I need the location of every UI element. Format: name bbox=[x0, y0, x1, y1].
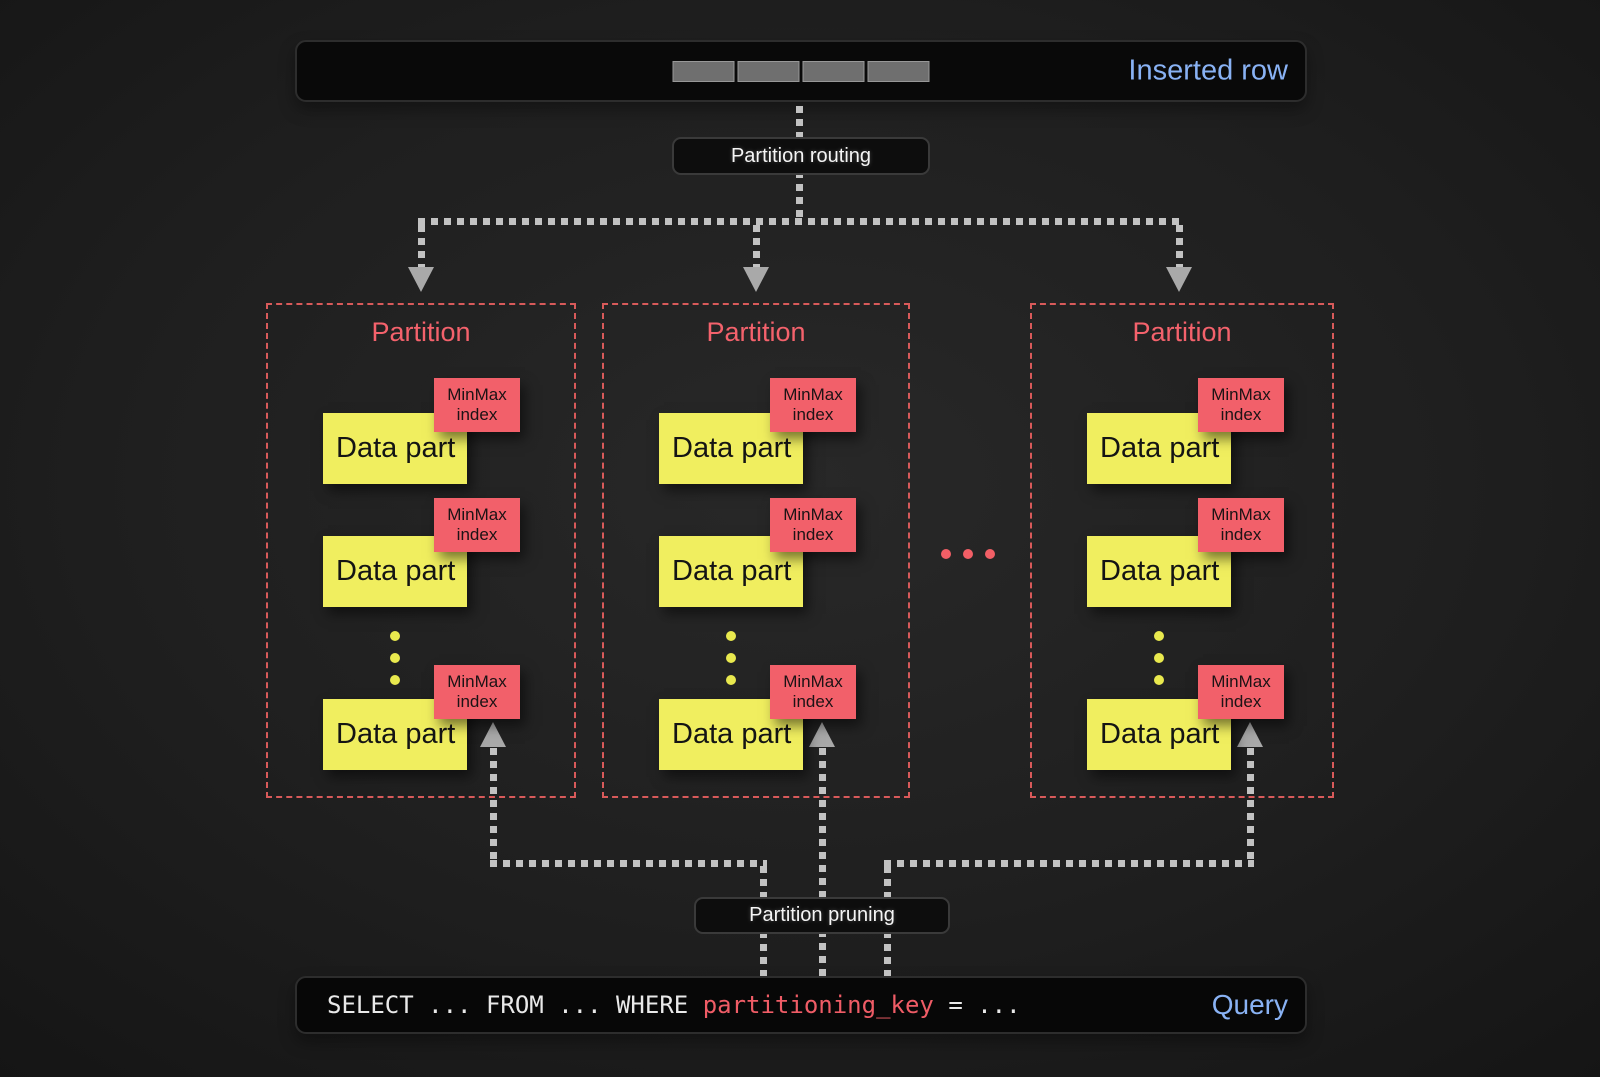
minmax-line2: index bbox=[456, 525, 498, 544]
partition-box-3: Partition MinMax index Data part MinMax … bbox=[1030, 303, 1334, 798]
data-part-box: Data part bbox=[1087, 536, 1231, 607]
minmax-line2: index bbox=[1220, 405, 1262, 424]
more-parts-dot bbox=[726, 631, 736, 641]
minmax-line2: index bbox=[1220, 692, 1262, 711]
sql-query-text: SELECT ... FROM ... WHERE partitioning_k… bbox=[327, 991, 1021, 1019]
more-parts-dot bbox=[390, 675, 400, 685]
minmax-index-tag: MinMax index bbox=[1198, 665, 1284, 719]
more-parts-dot bbox=[390, 653, 400, 663]
data-part-box: Data part bbox=[323, 536, 467, 607]
routing-distribution-line bbox=[418, 218, 1183, 225]
partitions-ellipsis-dot bbox=[963, 549, 973, 559]
sql-after: = ... bbox=[933, 991, 1021, 1019]
sql-before: SELECT ... FROM ... WHERE bbox=[327, 991, 703, 1019]
routing-branch-line-left bbox=[418, 225, 425, 269]
minmax-line2: index bbox=[456, 692, 498, 711]
minmax-line1: MinMax bbox=[447, 504, 507, 524]
partition-box-2: Partition MinMax index Data part MinMax … bbox=[602, 303, 910, 798]
arrowhead-down-middle-icon bbox=[743, 267, 769, 292]
partition-pruning-label: Partition pruning bbox=[694, 897, 950, 934]
partition-routing-label: Partition routing bbox=[672, 137, 930, 175]
minmax-line1: MinMax bbox=[783, 671, 843, 691]
row-segment bbox=[672, 61, 735, 82]
partitions-ellipsis-dot bbox=[985, 549, 995, 559]
minmax-index-tag: MinMax index bbox=[1198, 378, 1284, 432]
minmax-line1: MinMax bbox=[447, 671, 507, 691]
query-bar: SELECT ... FROM ... WHERE partitioning_k… bbox=[295, 976, 1307, 1034]
minmax-line1: MinMax bbox=[1211, 384, 1271, 404]
minmax-index-tag: MinMax index bbox=[434, 498, 520, 552]
minmax-index-tag: MinMax index bbox=[1198, 498, 1284, 552]
sql-partitioning-key: partitioning_key bbox=[702, 991, 934, 1019]
minmax-line2: index bbox=[792, 525, 834, 544]
inserted-row-bar: Inserted row bbox=[295, 40, 1307, 102]
arrowhead-up-middle-icon bbox=[809, 722, 835, 747]
arrowhead-down-right-icon bbox=[1166, 267, 1192, 292]
row-segment bbox=[802, 61, 865, 82]
routing-branch-line-middle bbox=[753, 225, 760, 269]
row-segment bbox=[737, 61, 800, 82]
partition-title: Partition bbox=[706, 317, 806, 347]
minmax-index-tag: MinMax index bbox=[770, 665, 856, 719]
more-parts-dot bbox=[390, 631, 400, 641]
minmax-line1: MinMax bbox=[447, 384, 507, 404]
minmax-line2: index bbox=[1220, 525, 1262, 544]
minmax-index-tag: MinMax index bbox=[434, 378, 520, 432]
arrowhead-up-left-icon bbox=[480, 722, 506, 747]
more-parts-dot bbox=[1154, 675, 1164, 685]
partition-title: Partition bbox=[371, 317, 471, 347]
minmax-line1: MinMax bbox=[1211, 504, 1271, 524]
pruning-line-left-up bbox=[490, 748, 497, 864]
pruning-line-right-horizontal bbox=[884, 860, 1254, 867]
minmax-line1: MinMax bbox=[783, 504, 843, 524]
minmax-index-tag: MinMax index bbox=[434, 665, 520, 719]
minmax-line1: MinMax bbox=[1211, 671, 1271, 691]
partition-title: Partition bbox=[1132, 317, 1232, 347]
more-parts-dot bbox=[726, 675, 736, 685]
more-parts-dot bbox=[1154, 653, 1164, 663]
inserted-row-segments bbox=[672, 61, 930, 82]
row-segment bbox=[867, 61, 930, 82]
more-parts-dot bbox=[726, 653, 736, 663]
more-parts-dot bbox=[1154, 631, 1164, 641]
minmax-line2: index bbox=[456, 405, 498, 424]
routing-branch-line-right bbox=[1176, 225, 1183, 269]
pruning-line-right-up bbox=[1247, 748, 1254, 864]
arrowhead-down-left-icon bbox=[408, 267, 434, 292]
minmax-line1: MinMax bbox=[783, 384, 843, 404]
inserted-row-label: Inserted row bbox=[1128, 54, 1288, 87]
pruning-line-middle bbox=[819, 748, 826, 976]
minmax-line2: index bbox=[792, 692, 834, 711]
partition-box-1: Partition MinMax index Data part MinMax … bbox=[266, 303, 576, 798]
partitions-ellipsis-dot bbox=[941, 549, 951, 559]
pruning-line-left-horizontal bbox=[490, 860, 767, 867]
minmax-index-tag: MinMax index bbox=[770, 498, 856, 552]
minmax-line2: index bbox=[792, 405, 834, 424]
minmax-index-tag: MinMax index bbox=[770, 378, 856, 432]
query-label: Query bbox=[1211, 989, 1288, 1020]
arrowhead-up-right-icon bbox=[1237, 722, 1263, 747]
